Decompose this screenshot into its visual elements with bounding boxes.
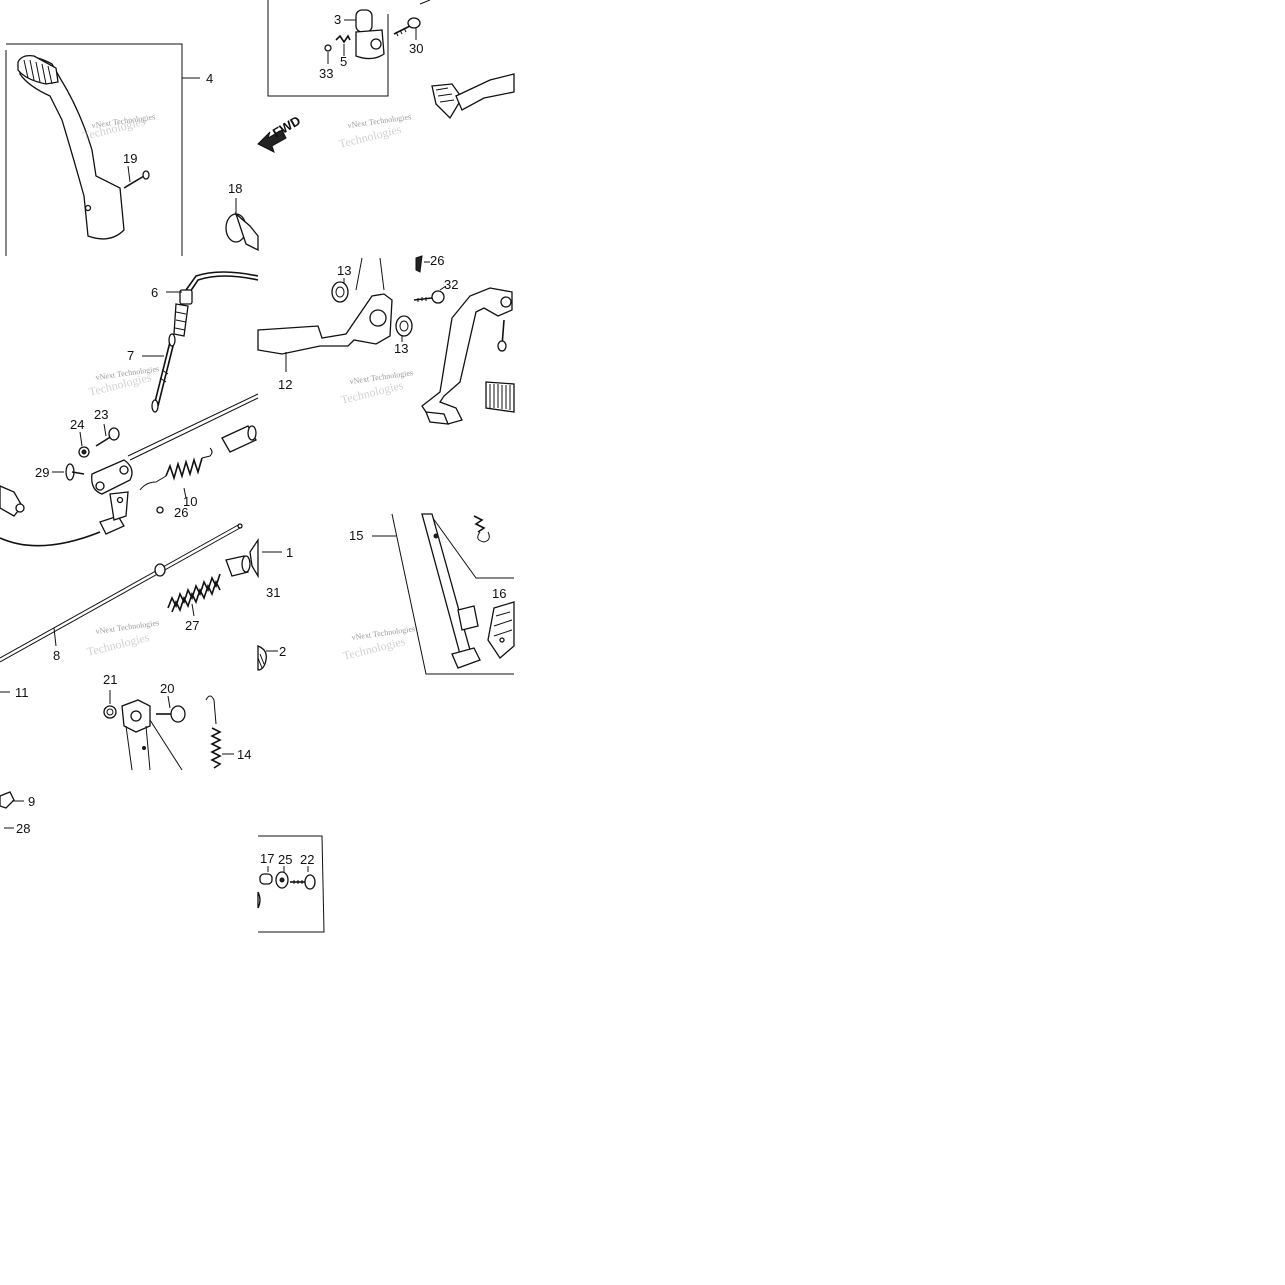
piece-9-part bbox=[0, 791, 24, 829]
bolt-29-part bbox=[52, 463, 85, 481]
watermarks: vNext Technologies Technologies vNext Te… bbox=[81, 112, 415, 663]
callout-29: 29 bbox=[35, 465, 49, 480]
callout-2: 2 bbox=[279, 644, 286, 659]
washer-25-part bbox=[275, 866, 289, 889]
callout-24: 24 bbox=[70, 417, 84, 432]
callout-19: 19 bbox=[123, 151, 137, 166]
callout-8: 8 bbox=[53, 648, 60, 663]
spring-14-part bbox=[205, 695, 234, 769]
clip-26-part bbox=[415, 255, 430, 273]
frame-lines bbox=[5, 0, 514, 933]
nut-21-part bbox=[103, 690, 117, 719]
callout-14: 14 bbox=[237, 747, 251, 762]
callout-25: 25 bbox=[278, 852, 292, 867]
spring-5-part bbox=[335, 34, 351, 56]
callout-labels: 1 2 3 4 5 6 7 8 9 10 11 12 13 13 14 15 1… bbox=[15, 12, 506, 867]
callout-31: 31 bbox=[266, 585, 280, 600]
callout-32: 32 bbox=[444, 277, 458, 292]
callout-15: 15 bbox=[349, 528, 363, 543]
callout-4: 4 bbox=[206, 71, 213, 86]
callout-21: 21 bbox=[103, 672, 117, 687]
stand-arm-part bbox=[121, 699, 183, 771]
callout-26b: 26 bbox=[174, 505, 188, 520]
fwd-arrow: FWD bbox=[257, 113, 303, 153]
kick-lever-part bbox=[17, 54, 200, 240]
pin-17-part bbox=[259, 866, 273, 885]
spring-27-part bbox=[167, 573, 221, 617]
callout-23: 23 bbox=[94, 407, 108, 422]
callout-28: 28 bbox=[16, 821, 30, 836]
callout-13b: 13 bbox=[394, 341, 408, 356]
small-bits-part bbox=[0, 485, 164, 517]
callout-13a: 13 bbox=[337, 263, 351, 278]
callout-7: 7 bbox=[127, 348, 134, 363]
callout-22: 22 bbox=[300, 852, 314, 867]
spring-stand-part bbox=[473, 515, 490, 543]
brake-arm-12-part bbox=[257, 257, 393, 372]
callout-6: 6 bbox=[151, 285, 158, 300]
joint-3-part bbox=[344, 9, 385, 60]
callout-16: 16 bbox=[492, 586, 506, 601]
callout-9: 9 bbox=[28, 794, 35, 809]
cap-31-part bbox=[225, 555, 251, 577]
callout-26a: 26 bbox=[430, 253, 444, 268]
callout-5: 5 bbox=[340, 54, 347, 69]
fwd-label: FWD bbox=[270, 113, 303, 141]
bracket-part bbox=[91, 459, 133, 495]
stand-15-part bbox=[372, 513, 481, 669]
callout-17: 17 bbox=[260, 851, 274, 866]
collar-part bbox=[221, 425, 257, 453]
bolt-20-part bbox=[156, 695, 186, 723]
callout-27: 27 bbox=[185, 618, 199, 633]
callout-20: 20 bbox=[160, 681, 174, 696]
callout-12: 12 bbox=[278, 377, 292, 392]
callout-3: 3 bbox=[334, 12, 341, 27]
ball-33-part bbox=[324, 44, 332, 64]
washer-13b-part bbox=[395, 315, 413, 342]
cable-6-part bbox=[166, 271, 259, 337]
foot-16-part bbox=[487, 601, 515, 659]
footpeg-part bbox=[431, 73, 515, 120]
spring-10-part bbox=[139, 447, 213, 499]
pedal-part bbox=[421, 287, 515, 425]
bolt-30-part bbox=[393, 0, 431, 40]
callout-33: 33 bbox=[319, 66, 333, 81]
washer-13a-part bbox=[331, 278, 349, 303]
cable-end-part bbox=[0, 491, 129, 547]
pivot-18-part bbox=[225, 198, 259, 252]
nut-24-part bbox=[78, 431, 90, 458]
rod-8-part bbox=[0, 523, 243, 663]
callout-18: 18 bbox=[228, 181, 242, 196]
piece-2-part bbox=[257, 645, 278, 671]
callout-1: 1 bbox=[286, 545, 293, 560]
bolt-22-part bbox=[257, 866, 316, 909]
bolt-23-part bbox=[95, 423, 120, 447]
long-rod-part bbox=[127, 393, 259, 461]
bolt-19-part bbox=[123, 165, 150, 189]
callout-30: 30 bbox=[409, 41, 423, 56]
watermark-5: vNext Technologies bbox=[95, 618, 160, 636]
rod-7-part bbox=[142, 333, 176, 413]
bolt-32-part bbox=[413, 285, 447, 304]
callout-10: 10 bbox=[183, 494, 197, 509]
piece-1-part bbox=[249, 537, 282, 579]
callout-11: 11 bbox=[15, 685, 29, 700]
